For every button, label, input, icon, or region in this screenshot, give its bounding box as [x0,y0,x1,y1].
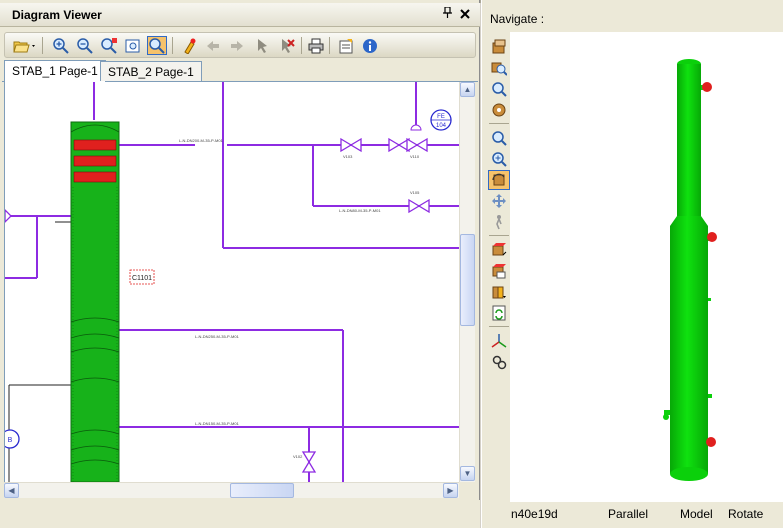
line-label: L-N-DN150-M-35-P-M01 [195,421,240,426]
view-section-icon[interactable] [488,261,510,281]
navigate-pane: Navigate : [481,0,783,528]
valve-tag: V110 [410,154,420,159]
tab-stab-2[interactable]: STAB_2 Page-1 [100,61,202,81]
horizontal-scroll-thumb[interactable] [230,483,294,498]
properties-icon[interactable] [336,36,356,55]
zoom-select-icon[interactable] [488,58,510,78]
zoom-in-icon[interactable] [51,36,71,55]
print-icon[interactable] [306,36,326,55]
3d-viewport[interactable] [510,32,783,502]
scroll-right-button[interactable]: ▶ [443,483,458,498]
zoom-area-icon[interactable] [99,36,119,55]
horizontal-scrollbar[interactable]: ◀ ▶ [4,482,459,498]
navigate-label: Navigate : [490,12,545,26]
open-folder-icon[interactable] [11,36,39,55]
view-orientation-icon[interactable] [488,282,510,302]
zoom-out-icon[interactable] [75,36,95,55]
look-at-icon[interactable] [488,100,510,120]
zoom-extents-icon[interactable] [488,79,510,99]
tab-stab-1[interactable]: STAB_1 Page-1 [4,60,106,82]
scroll-left-button[interactable]: ◀ [4,483,19,498]
pane-title: Diagram Viewer [12,8,102,22]
scroll-up-button[interactable]: ▲ [460,82,475,97]
scroll-down-button[interactable]: ▼ [460,466,475,481]
vertical-scroll-thumb[interactable] [460,234,475,326]
line-label: L-N-DN80-M-35-P-M01 [339,208,381,213]
instrument-tag-line2: 104 [436,123,447,129]
vertical-scrollbar[interactable]: ▲ ▼ [459,82,475,482]
status-projection: Parallel [608,507,649,521]
model-view-icon[interactable] [488,37,510,57]
settings-icon[interactable] [488,352,510,372]
pan-icon[interactable] [488,191,510,211]
fit-icon[interactable] [123,36,143,55]
diagram-tabs: STAB_1 Page-1 STAB_2 Page-1 [2,60,478,82]
valve-tag: V103 [343,154,353,159]
navigate-statusbar: n40e19d Parallel Model Rotate [482,505,783,523]
refresh-view-icon[interactable] [488,303,510,323]
diagram-toolbar [4,32,476,58]
diagram-viewer-pane: Diagram Viewer [0,0,480,528]
info-icon[interactable] [360,36,380,55]
pin-icon[interactable] [443,6,452,21]
status-mode: Rotate [728,507,764,521]
left-status-area [0,500,480,528]
walk-icon[interactable] [488,212,510,232]
navigate-toolbar [486,34,513,370]
zoom-in-3d-icon[interactable] [488,128,510,148]
zoom-3d-icon[interactable] [488,149,510,169]
diagram-canvas[interactable]: FE 104 B C1101 [4,82,459,482]
valve-tag: V105 [410,190,420,195]
status-space: Model [680,507,713,521]
forward-icon[interactable] [227,36,247,55]
back-icon[interactable] [203,36,223,55]
status-name: n40e19d [511,507,558,521]
line-label: L-N-DN250-M-35-P-M01 [195,334,240,339]
view-cube-icon[interactable] [488,240,510,260]
valve-tag: V102 [293,454,303,459]
select-icon[interactable] [253,36,273,55]
axis-icon[interactable] [488,331,510,351]
pane-titlebar: Diagram Viewer [0,3,480,27]
clear-icon[interactable] [277,36,297,55]
close-icon[interactable] [460,6,470,22]
zoom-window-icon[interactable] [147,36,167,55]
instrument-tag-line1: FE [437,114,445,120]
highlight-icon[interactable] [179,36,199,55]
left-bubble-label: B [8,437,13,444]
line-label: L-N-DN200-M-35-P-M01 [179,138,224,143]
rotate-icon[interactable] [488,170,510,190]
equipment-tag: C1101 [132,275,152,282]
